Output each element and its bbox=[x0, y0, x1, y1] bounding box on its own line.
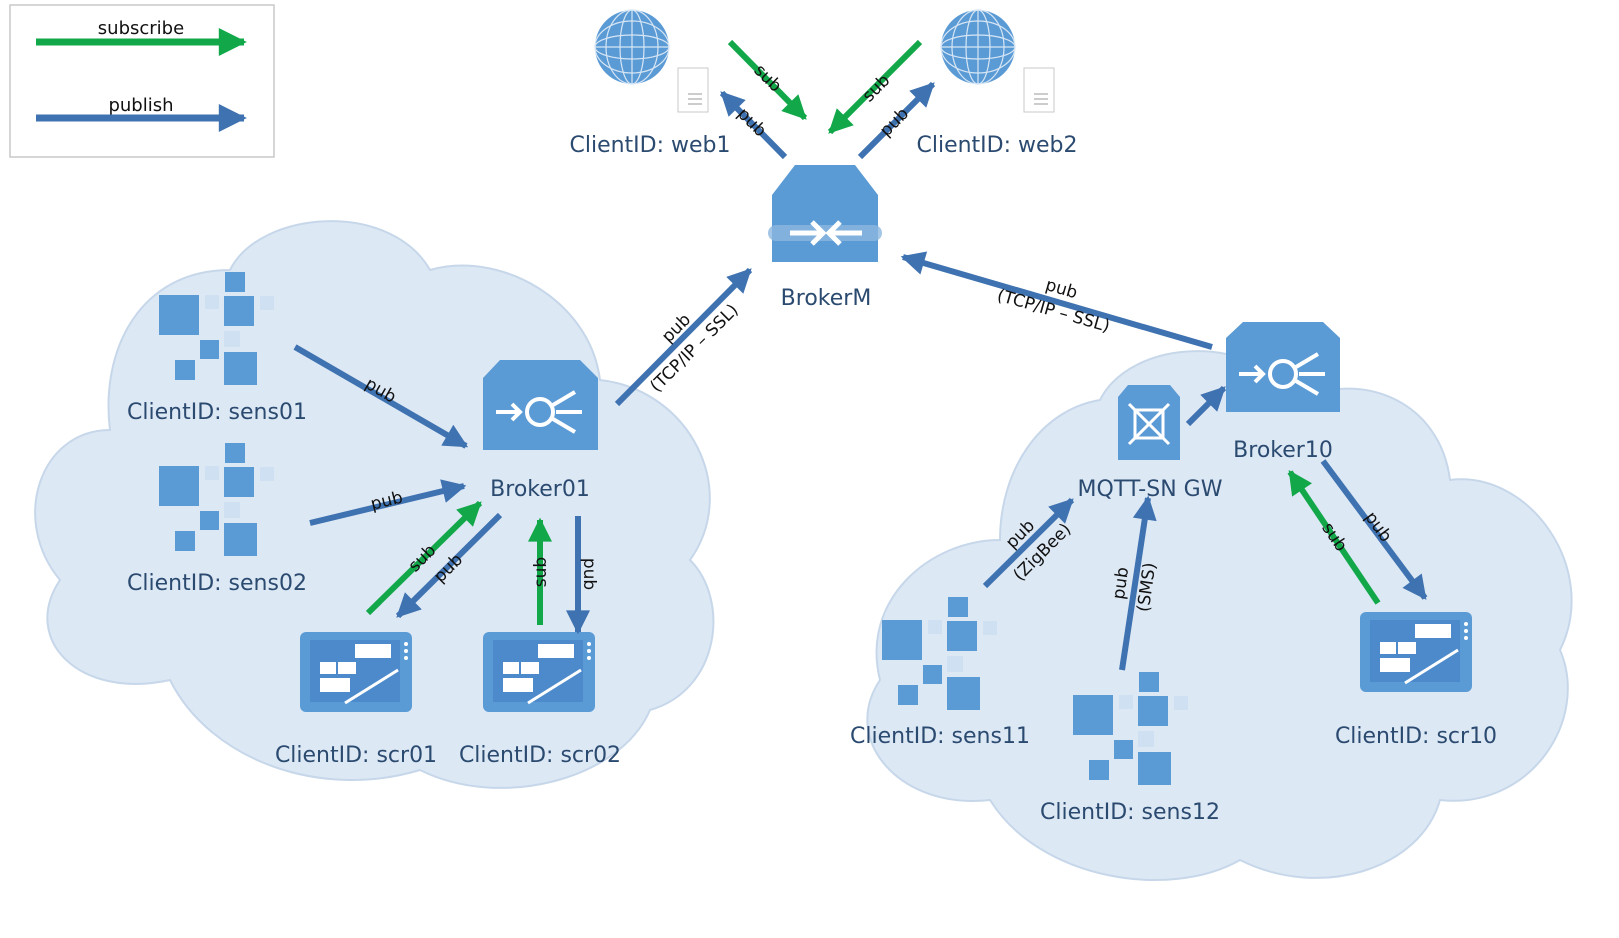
scr10-label: ClientID: scr10 bbox=[1335, 724, 1497, 749]
arrow-pub-sens12 bbox=[1119, 495, 1157, 671]
tablet-icon bbox=[300, 632, 412, 712]
arrow-pub-broker01-brokerM bbox=[614, 267, 753, 407]
label-sub-scr02: sub bbox=[531, 557, 551, 587]
arrow-sub-brokerM-web1 bbox=[727, 39, 808, 121]
sens11-node: ClientID: sens11 bbox=[850, 597, 1030, 749]
sensor-grid-icon bbox=[159, 443, 274, 556]
label-pub-sens12: pub bbox=[1109, 566, 1133, 601]
arrow-pub-broker01-scr01 bbox=[395, 512, 503, 619]
document-icon bbox=[1023, 67, 1055, 113]
web2-node: ClientID: web2 bbox=[916, 9, 1078, 158]
arrow-pub-gateway-broker10 bbox=[1185, 385, 1227, 427]
arrow-pub-web1-brokerM bbox=[719, 90, 788, 160]
router-icon bbox=[1226, 322, 1340, 412]
arrow-pub-web2-brokerM bbox=[857, 81, 936, 160]
broker01-label: Broker01 bbox=[490, 477, 590, 502]
sens01-node: ClientID: sens01 bbox=[127, 272, 307, 425]
sensor-grid-icon bbox=[159, 272, 274, 385]
broker01-node: Broker01 bbox=[483, 360, 598, 502]
arrow-pub-sens01 bbox=[293, 344, 469, 449]
label-tcp-broker01: (TCP/IP – SSL) bbox=[646, 300, 742, 396]
brokerM-label: BrokerM bbox=[781, 286, 872, 311]
legend: subscribe publish bbox=[9, 4, 275, 158]
web2-label: ClientID: web2 bbox=[916, 133, 1077, 158]
sens02-node: ClientID: sens02 bbox=[127, 443, 307, 596]
web1-label: ClientID: web1 bbox=[569, 133, 730, 158]
arrow-sub-scr01 bbox=[365, 500, 483, 616]
tablet-icon bbox=[1360, 612, 1472, 692]
globe-icon bbox=[594, 9, 670, 85]
scr10-node: ClientID: scr10 bbox=[1335, 612, 1497, 749]
scr02-node: ClientID: scr02 bbox=[459, 632, 621, 768]
scr01-label: ClientID: scr01 bbox=[275, 743, 437, 768]
scr01-node: ClientID: scr01 bbox=[275, 632, 437, 768]
arrow-pub-sens11 bbox=[982, 497, 1075, 589]
sens12-label: ClientID: sens12 bbox=[1040, 800, 1220, 825]
sens11-label: ClientID: sens11 bbox=[850, 724, 1030, 749]
tablet-icon bbox=[483, 632, 595, 712]
cloud-right bbox=[866, 350, 1573, 881]
gateway-label: MQTT-SN GW bbox=[1078, 477, 1223, 502]
web1-node: ClientID: web1 bbox=[569, 9, 731, 158]
legend-publish-label: publish bbox=[108, 95, 173, 116]
broker10-node: Broker10 bbox=[1226, 322, 1340, 463]
globe-icon bbox=[940, 9, 1016, 85]
sensor-grid-icon bbox=[1073, 672, 1188, 785]
sens12-node: ClientID: sens12 bbox=[1040, 672, 1220, 825]
arrow-pub-broker10-scr10 bbox=[1320, 459, 1428, 600]
arrow-sub-brokerM-web2 bbox=[827, 39, 923, 135]
document-icon bbox=[677, 67, 709, 113]
scr02-label: ClientID: scr02 bbox=[459, 743, 621, 768]
arrow-pub-sens02 bbox=[309, 479, 467, 526]
sens02-label: ClientID: sens02 bbox=[127, 571, 307, 596]
broker10-label: Broker10 bbox=[1233, 438, 1333, 463]
switch-icon bbox=[768, 165, 882, 262]
sens01-label: ClientID: sens01 bbox=[127, 400, 307, 425]
label-pub-scr02: pub bbox=[579, 558, 599, 590]
router-icon bbox=[483, 360, 598, 450]
arrow-sub-scr10 bbox=[1287, 470, 1381, 605]
legend-subscribe-label: subscribe bbox=[98, 18, 184, 39]
arrow-pub-broker10-brokerM bbox=[900, 251, 1213, 350]
brokerM-node: BrokerM bbox=[768, 165, 882, 311]
gateway-icon bbox=[1118, 385, 1180, 460]
sensor-grid-icon bbox=[882, 597, 997, 710]
